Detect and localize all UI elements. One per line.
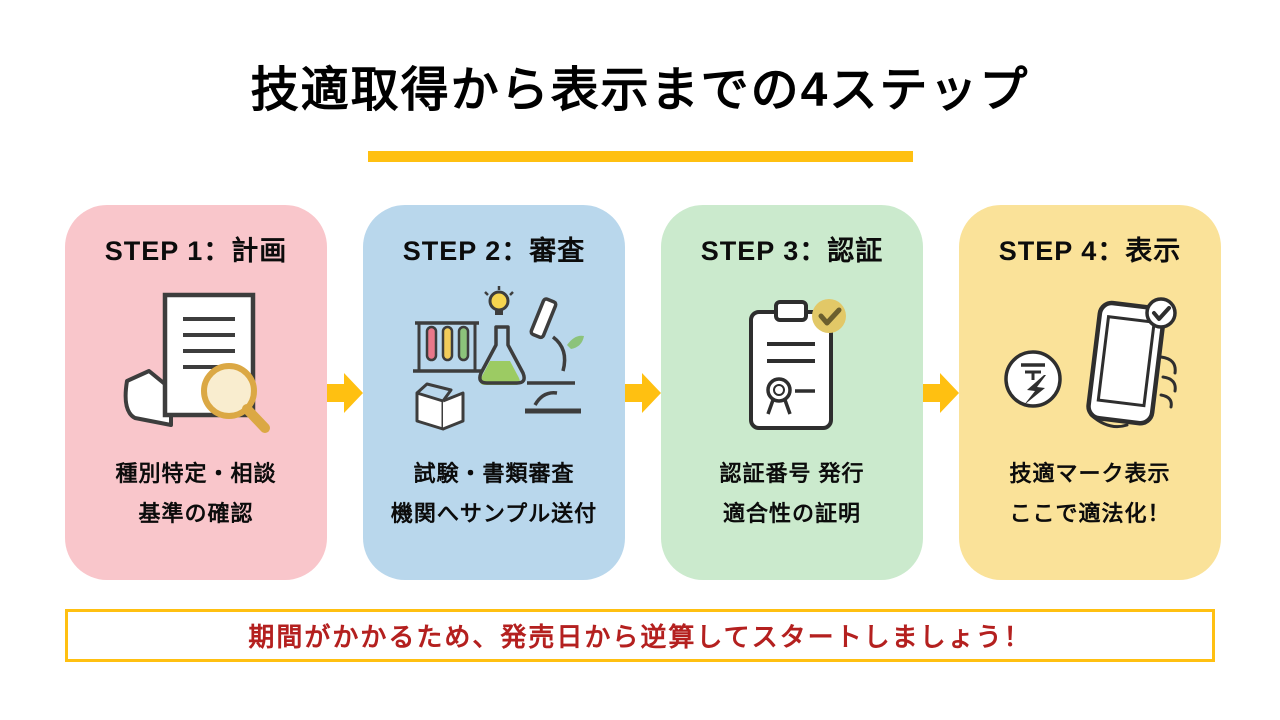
steps-row: STEP 1：計画 種別特定・相談 基準の確認 STEP 2：審査	[65, 205, 1221, 580]
step-card-2: STEP 2：審査	[363, 205, 625, 580]
arrow-cell	[625, 205, 661, 580]
document-magnifier-icon	[96, 275, 296, 455]
step-card-1: STEP 1：計画 種別特定・相談 基準の確認	[65, 205, 327, 580]
footer-note: 期間がかかるため、発売日から逆算してスタートしましょう！	[248, 622, 1032, 652]
step-1-text-line: 基準の確認	[138, 501, 254, 526]
step-4-text-line: 技適マーク表示	[1009, 461, 1171, 486]
step-1-title: STEP 1：計画	[104, 236, 288, 266]
step-1-text-line: 種別特定・相談	[115, 461, 277, 486]
lab-equipment-icon	[394, 275, 594, 455]
certificate-check-icon	[692, 275, 892, 455]
title-underline	[368, 151, 913, 162]
arrow-cell	[327, 205, 363, 580]
step-3-title: STEP 3：認証	[700, 236, 884, 266]
arrow-cell	[923, 205, 959, 580]
step-2-text-line: 機関へサンプル送付	[390, 501, 598, 526]
footer-banner: 期間がかかるため、発売日から逆算してスタートしましょう！	[65, 609, 1215, 662]
step-3-text-line: 適合性の証明	[722, 501, 861, 526]
step-4-title: STEP 4：表示	[998, 236, 1182, 266]
step-card-3: STEP 3：認証 認証番号 発行 適合性の証明	[661, 205, 923, 580]
block-arrow-right-icon	[327, 372, 363, 413]
step-card-4: STEP 4：表示 技適マーク	[959, 205, 1221, 580]
page-title: 技適取得から表示までの4ステップ	[250, 64, 1030, 117]
block-arrow-right-icon	[625, 372, 661, 413]
step-2-title: STEP 2：審査	[402, 236, 586, 266]
step-2-text-line: 試験・書類審査	[413, 461, 575, 486]
block-arrow-right-icon	[923, 372, 959, 413]
smartphone-giteki-mark-icon	[990, 275, 1190, 455]
step-3-text-line: 認証番号 発行	[719, 461, 865, 486]
step-4-text-line: ここで適法化！	[1009, 501, 1171, 526]
